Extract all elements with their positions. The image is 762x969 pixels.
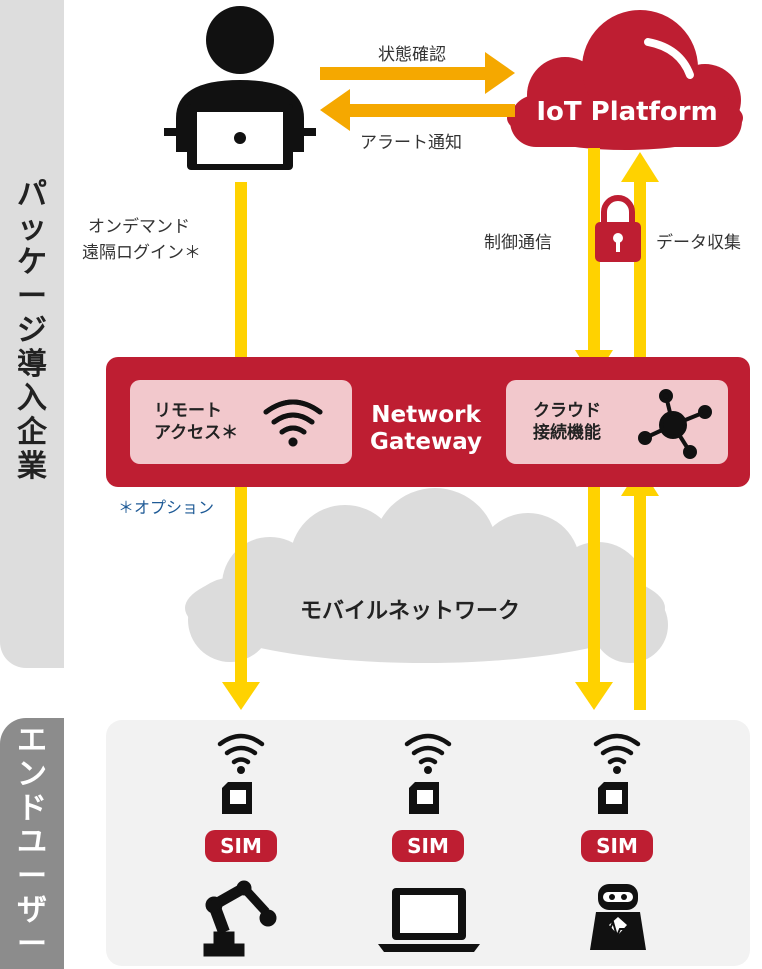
mobile-network-cloud [185, 488, 668, 663]
data-collect-line [634, 180, 646, 358]
operator-icon [164, 6, 316, 170]
gw-down-line [588, 487, 600, 687]
sim-badge-1: SIM [205, 830, 277, 862]
company-band [0, 0, 64, 668]
control-line [588, 148, 600, 358]
remote-login-label-2: 遠隔ログイン＊ [82, 243, 201, 263]
gw-up-line [634, 492, 646, 710]
remote-down-head [222, 682, 260, 710]
remote-login-line [235, 182, 247, 382]
alert-arrow [320, 89, 515, 131]
mobile-network-label: モバイルネットワーク [300, 599, 521, 624]
option-note: ＊オプション [118, 498, 215, 517]
enduser-label: エンドユーザー [17, 723, 47, 962]
cloud-connect-label: クラウド接続機能 [533, 401, 601, 443]
remote-login-label-1: オンデマンド [88, 217, 190, 237]
iot-platform-title: IoT Platform [536, 97, 718, 127]
data-collect-head [621, 152, 659, 182]
control-comm-label: 制御通信 [484, 233, 552, 253]
iot-platform-cloud [507, 10, 743, 150]
status-check-arrow [320, 52, 515, 94]
alert-notify-label: アラート通知 [360, 133, 462, 153]
status-check-label: 状態確認 [378, 45, 446, 65]
lock-icon [595, 195, 641, 262]
sim-badge-2: SIM [392, 830, 464, 862]
remote-access-box [130, 380, 352, 464]
remote-access-label: リモートアクセス＊ [154, 401, 239, 443]
sim-badge-3: SIM [581, 830, 653, 862]
remote-down-line [235, 487, 247, 687]
cloud-highlight [644, 38, 694, 79]
data-collect-label: データ収集 [656, 233, 741, 253]
company-label: パッケージ導入企業 [17, 177, 47, 484]
enduser-band [0, 718, 64, 969]
gw-down-head [575, 682, 613, 710]
